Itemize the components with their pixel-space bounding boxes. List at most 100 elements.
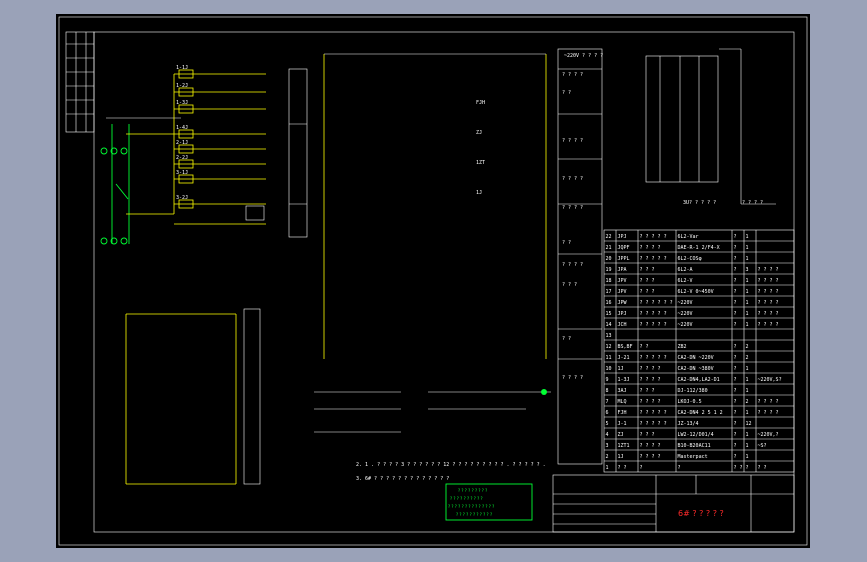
bom-cell: FJH [618,410,627,416]
bom-cell: ~220V [678,322,693,328]
bom-cell: ~220V,? [758,432,779,438]
bom-cell: 1J [618,366,624,372]
terminal-table [645,48,776,205]
bom-cell: JPV [618,289,627,295]
side-label-9: ? ? [562,336,571,342]
relay-label-2: 1-2J [176,83,188,89]
bom-cell: J-1 [618,421,627,427]
bom-cell: 2 [746,355,749,361]
bom-cell: ? ? ? ? ? [640,421,667,427]
bom-cell: ? ? ? ? ? [640,355,667,361]
relay-label-8: 3-2J [176,195,188,201]
bom-cell: ? ? [618,465,627,471]
bom-cell: ZJ [618,432,624,438]
bom-cell: 22 [606,234,612,240]
bom-cell: ? [734,421,737,427]
bom-cell: CA2-DN4 2 5 1 2 [678,410,723,416]
side-label-5: ? ? ? ? [562,205,583,211]
bom-cell: LW2-12/D01/4 [678,432,714,438]
bom-cell: 1 [746,234,749,240]
bom-cell: JPW [618,300,628,306]
note-line-2: 3. 6# ? ? ? ? ? ? ? ? ? ? ? ? ? [356,476,449,482]
note-line-1: 2. 1 . ? ? ? ? 3 ? ? ? ? ? ? 12 ? ? ? ? … [356,462,546,468]
bom-cell: ? ? ? ? ? [640,410,667,416]
bom-cell: 1 [746,443,749,449]
relay-label-9: FJH [476,100,485,106]
bom-cell: 11 [606,355,612,361]
bom-cell: JQPF [618,245,630,251]
bom-cell: 6L2-Var [678,234,699,240]
bom-cell: 3 [746,267,749,273]
bom-cell: 1 [746,322,749,328]
stamp-line-3: ? ? ? ? ? ? ? ? ? ? ? ? ? ? [448,504,494,509]
title-block [552,474,795,533]
bom-cell: 1 [746,311,749,317]
bom-cell: ? [734,344,737,350]
stamp-line-2: ? ? ? ? ? ? ? ? ? ? [450,496,483,501]
bom-cell: ? [734,399,737,405]
bom-cell: ~220V [678,300,693,306]
bom-cell: ? ? ? ? [640,377,661,383]
bom-cell: 8 [606,388,609,394]
bom-cell: 1 [746,377,749,383]
bom-cell: ? [734,366,737,372]
bom-cell: ? ? ? [640,432,655,438]
bom-cell: 6L2-COSφ [678,256,702,262]
bom-cell: Masterpact [678,454,708,460]
side-label-8: ? ? ? [562,282,577,288]
bom-cell: 6L2-A [678,267,693,273]
bom-cell: ? ? ? [640,289,655,295]
side-label-1: ? ? ? ? [562,72,583,78]
bom-cell: 15 [606,311,612,317]
right-label-column [557,48,603,465]
cabinet-label: 3U? ? ? ? ? [683,200,716,206]
bom-cell: ~220V [678,311,693,317]
bom-cell: ? ? ? [640,388,655,394]
bom-cell: JZ-13/4 [678,421,699,427]
left-title-strip [65,31,95,133]
bom-cell: 1 [746,278,749,284]
bom-cell: ? [734,443,737,449]
title-block-title: 6# ? ? ? ? ? [678,509,724,518]
stamp-line-4: ? ? ? ? ? ? ? ? ? ? ? [456,512,492,517]
control-ladder-center [323,53,547,359]
bom-cell: JCH [618,322,627,328]
bom-cell: 1J [618,454,624,460]
bom-cell: ? ? ? [640,267,655,273]
bom-cell: ? [734,256,737,262]
bom-cell: 12 [606,344,612,350]
bom-cell: 1 [746,300,749,306]
bom-cell: ? [734,245,737,251]
bom-cell: 1 [746,432,749,438]
bom-cell: ? ? ? ? ? [640,311,667,317]
relay-label-3: 1-3J [176,100,188,106]
bom-cell: ? [734,289,737,295]
bom-cell: ? ? ? ? [640,399,661,405]
bom-cell: ? [734,454,737,460]
bom-cell: 4 [606,432,609,438]
contact-table-left [288,68,308,238]
relay-label-12: 1J [476,190,482,196]
bom-cell: ? [734,377,737,383]
bom-cell: ? [734,355,737,361]
side-label-3: ? ? ? ? [562,138,583,144]
bom-cell: ? [734,300,737,306]
bom-cell: 1 [746,366,749,372]
bom-cell: 1ZT1 [618,443,630,449]
bom-cell: LKOJ-0.5 [678,399,702,405]
relay-label-7: 3-1J [176,170,188,176]
bom-cell: 19 [606,267,612,273]
bom-cell: 1 [746,388,749,394]
relay-label-5: 2-1J [176,140,188,146]
bom-cell: 3 [606,443,609,449]
bom-cell: 10 [606,366,612,372]
bom-cell: ? [734,278,737,284]
supply-label: ~220V ? ? ? ? [564,53,603,59]
bom-cell: ? ? ? ? ? ? [640,300,673,306]
bom-cell: ? ? ? ? [758,311,779,317]
bom-cell: ? ? ? ? ? [640,322,667,328]
bom-cell: ? [640,465,643,471]
bom-cell: 1 [746,410,749,416]
bom-cell: 1 [746,289,749,295]
